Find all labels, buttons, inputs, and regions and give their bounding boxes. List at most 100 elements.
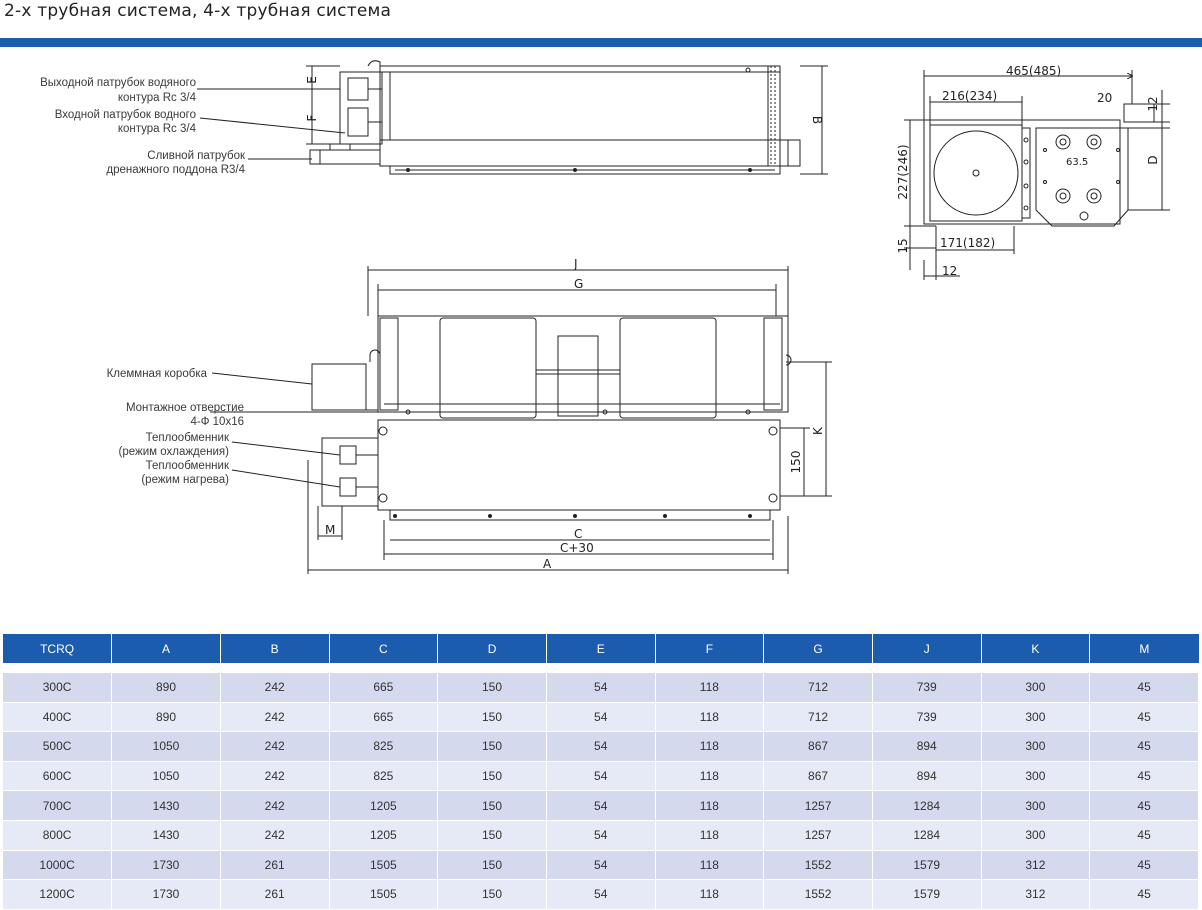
fan-housing-left [439, 317, 537, 419]
table-cell: 54 [546, 790, 656, 821]
table-cell: 118 [655, 790, 765, 821]
inlet-label-1: Входной патрубок водного [55, 109, 196, 121]
table-cell: 118 [655, 761, 765, 792]
table-cell: 118 [655, 673, 765, 703]
table-cell: 1050 [111, 761, 221, 792]
table-cell: 54 [546, 673, 656, 703]
table-cell: 54 [546, 820, 656, 851]
table-cell: 825 [329, 731, 439, 762]
top-view [210, 266, 832, 574]
dim-C30: C+30 [560, 541, 594, 555]
table-cell: 1257 [763, 820, 873, 851]
dim-63: 63.5 [1066, 157, 1088, 168]
table-cell: 1000C [3, 850, 113, 881]
table-cell: 800C [3, 820, 113, 851]
terminal-box [311, 363, 367, 411]
table-cell: 242 [220, 731, 330, 762]
end-view [904, 70, 1170, 280]
table-cell: 1430 [111, 820, 221, 851]
table-cell: 712 [763, 702, 873, 733]
table-cell: 54 [546, 879, 656, 910]
hex-heat-label-2: (режим нагрева) [141, 474, 229, 486]
table-cell: 300C [3, 673, 113, 703]
table-cell: 150 [437, 731, 547, 762]
table-cell: 45 [1089, 790, 1199, 821]
hex-heat-label-1: Теплообменник [146, 460, 230, 472]
header-e: E [546, 634, 656, 663]
table-cell: 45 [1089, 731, 1199, 762]
table-cell: 825 [329, 761, 439, 792]
table-cell: 1579 [872, 850, 982, 881]
table-cell: 1284 [872, 820, 982, 851]
table-cell: 1200C [3, 879, 113, 910]
table-cell: 890 [111, 702, 221, 733]
table-cell: 45 [1089, 850, 1199, 881]
table-cell: 118 [655, 731, 765, 762]
dim-E: E [305, 76, 319, 84]
table-cell: 739 [872, 702, 982, 733]
table-cell: 700C [3, 790, 113, 821]
table-cell: 54 [546, 702, 656, 733]
table-cell: 242 [220, 761, 330, 792]
table-cell: 665 [329, 702, 439, 733]
header-m: M [1089, 634, 1199, 663]
table-cell: 150 [437, 761, 547, 792]
table-cell: 600C [3, 761, 113, 792]
table-cell: 712 [763, 673, 873, 703]
dim-12-top: 12 [1146, 96, 1160, 111]
table-cell: 150 [437, 702, 547, 733]
inlet-label-2: контура Rc 3/4 [118, 123, 197, 135]
header-tcrq: TCRQ [3, 634, 113, 663]
table-cell: 300 [981, 731, 1091, 762]
dim-12-bottom: 12 [942, 264, 957, 278]
table-cell: 890 [111, 673, 221, 703]
table-cell: 1730 [111, 850, 221, 881]
table-cell: 312 [981, 879, 1091, 910]
end-view-labels: 465(485) 216(234) 20 12 D 227(246) 63.5 … [896, 64, 1160, 278]
table-cell: 45 [1089, 673, 1199, 703]
table-cell: 1552 [763, 850, 873, 881]
dim-width: 465(485) [1006, 64, 1061, 78]
table-cell: 500C [3, 731, 113, 762]
table-cell: 665 [329, 673, 439, 703]
drain-label-1: Сливной патрубок [147, 150, 246, 162]
mount-hole-label-2: 4-Ф 10x16 [191, 416, 245, 428]
table-cell: 45 [1089, 820, 1199, 851]
table-cell: 1284 [872, 790, 982, 821]
table-cell: 1205 [329, 820, 439, 851]
table-cell: 1050 [111, 731, 221, 762]
table-spacer [3, 663, 1199, 673]
pipe-block [321, 437, 379, 507]
fan-motor [557, 335, 599, 417]
dim-F: F [305, 114, 319, 121]
hex-cool-label-2: (режим охлаждения) [119, 446, 230, 458]
coil-body [377, 419, 781, 511]
hex-cool-label-1: Теплообменник [146, 432, 230, 444]
table-cell: 150 [437, 879, 547, 910]
dim-height: 227(246) [896, 144, 910, 199]
title-bar [0, 38, 1202, 47]
header-g: G [763, 634, 873, 663]
header-b: B [220, 634, 330, 663]
header-a: A [111, 634, 221, 663]
table-cell: 150 [437, 850, 547, 881]
table-cell: 150 [437, 820, 547, 851]
fan-circle [933, 130, 1019, 216]
dim-B: B [810, 116, 824, 124]
page-title: 2-х трубная система, 4-х трубная система [4, 1, 392, 21]
table-cell: 1205 [329, 790, 439, 821]
dim-150: 150 [789, 451, 803, 474]
dim-C: C [574, 527, 582, 541]
table-cell: 894 [872, 761, 982, 792]
table-cell: 261 [220, 879, 330, 910]
outlet-label-1: Выходной патрубок водяного [40, 77, 196, 89]
table-cell: 45 [1089, 702, 1199, 733]
header-j: J [872, 634, 982, 663]
table-cell: 1552 [763, 879, 873, 910]
